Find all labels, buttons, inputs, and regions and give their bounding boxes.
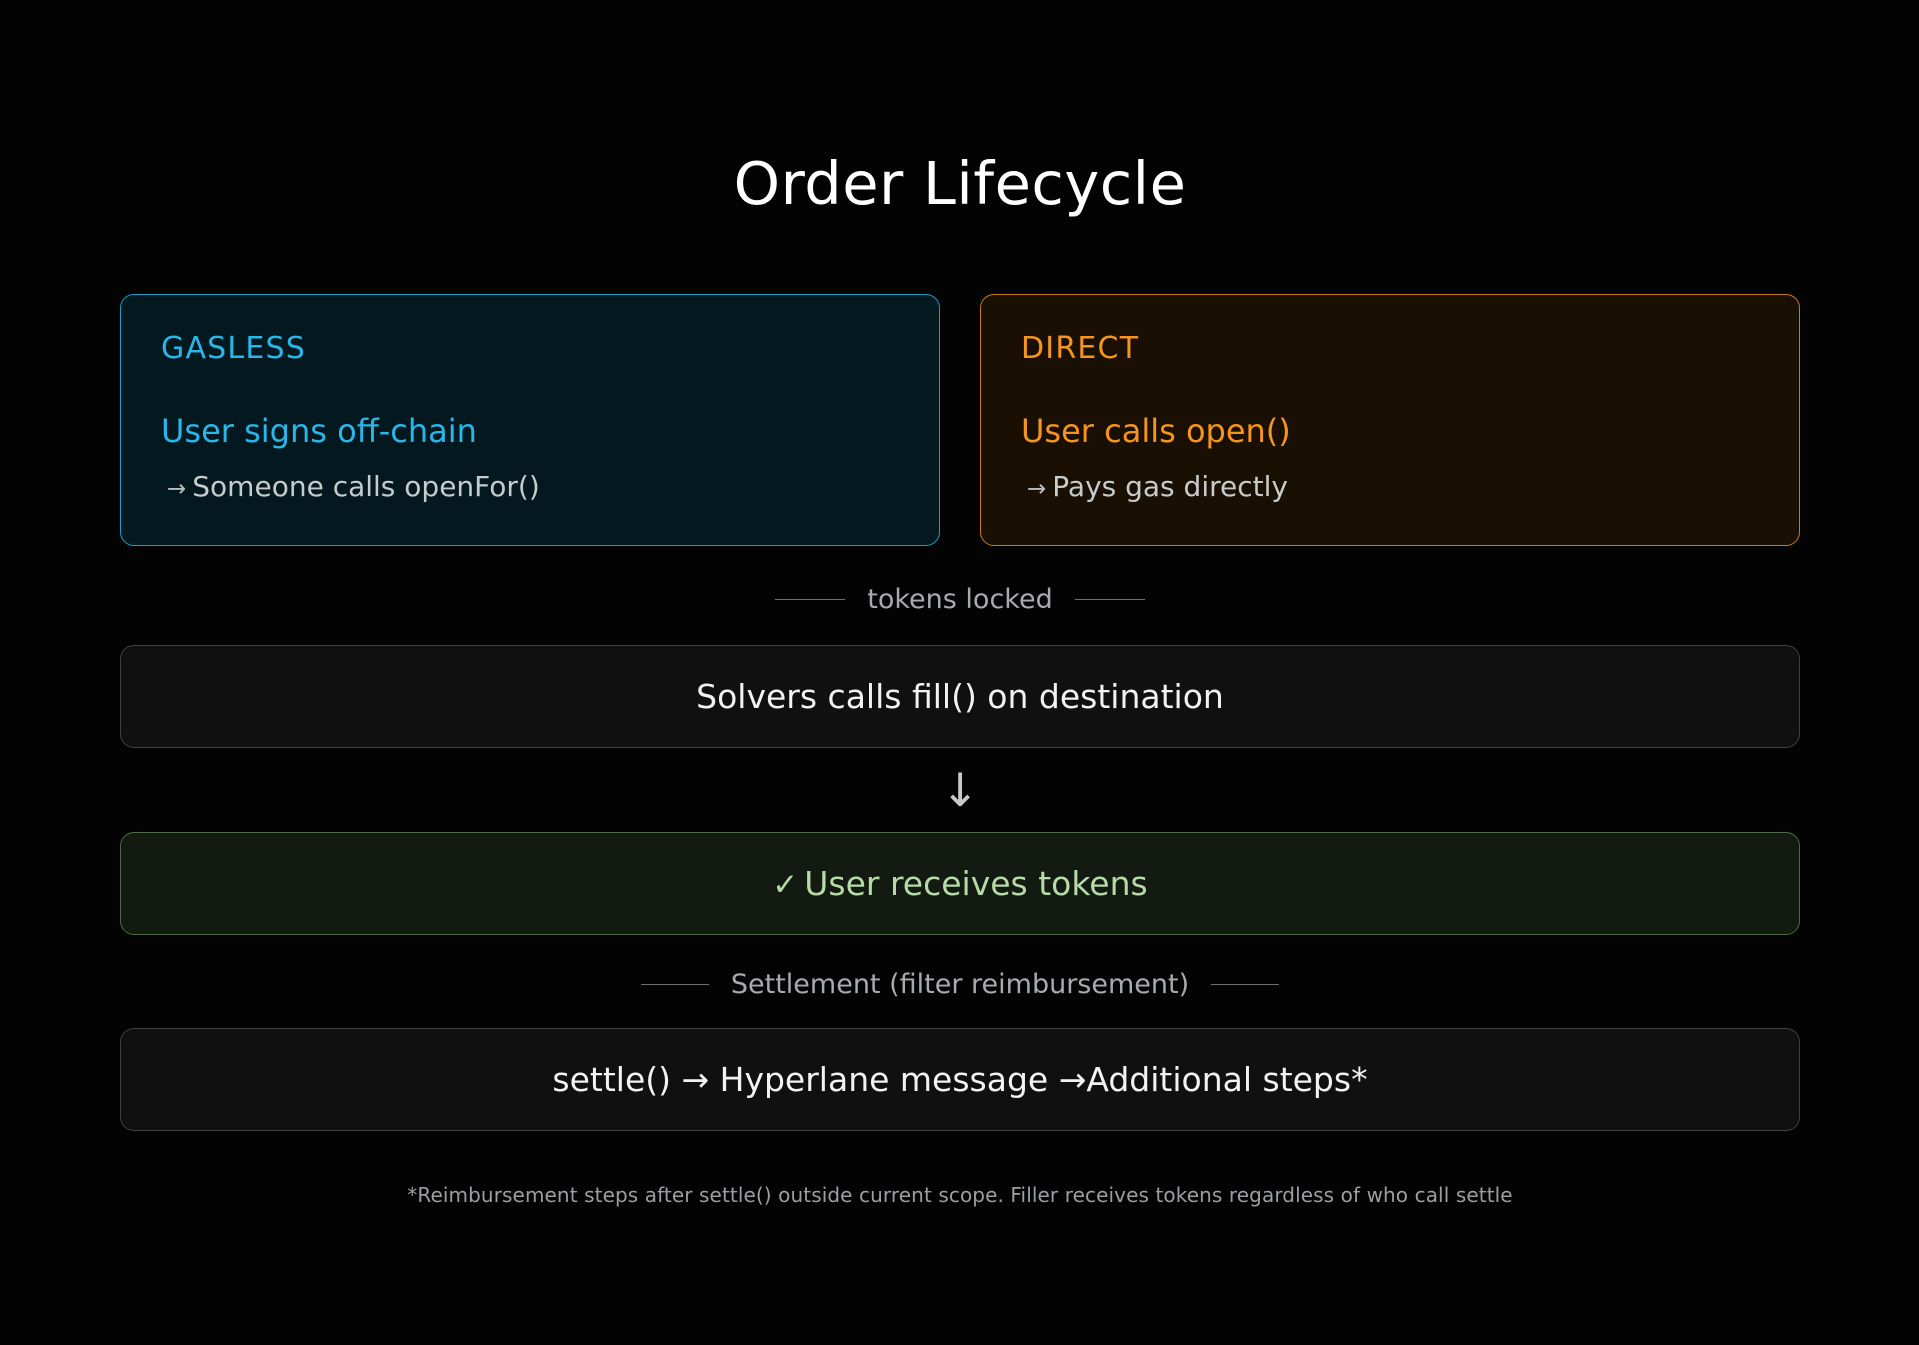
step-settle[interactable]: settle() → Hyperlane message →Additional… bbox=[120, 1028, 1800, 1132]
step-solver-fill[interactable]: Solvers calls fill() on destination bbox=[120, 645, 1800, 749]
card-direct-secondary-row: →Pays gas directly bbox=[1021, 470, 1759, 503]
footnote: *Reimbursement steps after settle() outs… bbox=[407, 1183, 1513, 1208]
card-direct-kicker: DIRECT bbox=[1021, 331, 1140, 367]
step-user-receives-tokens[interactable]: ✓User receives tokens bbox=[120, 832, 1800, 936]
divider-rule-left bbox=[640, 984, 709, 986]
card-gasless-secondary-text: Someone calls openFor() bbox=[192, 470, 540, 504]
arrow-right-icon: → bbox=[167, 476, 187, 503]
step-user-receives-tokens-label: User receives tokens bbox=[804, 864, 1148, 904]
card-gasless-primary-text: User signs off-chain bbox=[161, 412, 477, 451]
order-path-cards: GASLESS User signs off-chain →Someone ca… bbox=[120, 294, 1800, 547]
step-solver-fill-label: Solvers calls fill() on destination bbox=[696, 677, 1224, 717]
divider-settlement: Settlement (filter reimbursement) bbox=[120, 969, 1800, 1000]
divider-rule-right bbox=[1211, 984, 1280, 986]
divider-settlement-label: Settlement (filter reimbursement) bbox=[730, 969, 1190, 1001]
card-gasless-secondary-row: →Someone calls openFor() bbox=[161, 470, 899, 503]
card-gasless[interactable]: GASLESS User signs off-chain →Someone ca… bbox=[120, 294, 940, 547]
divider-rule-right bbox=[1074, 599, 1145, 601]
divider-tokens-locked-label: tokens locked bbox=[867, 584, 1053, 616]
card-direct-secondary-text: Pays gas directly bbox=[1052, 470, 1288, 504]
diagram-stage: Order Lifecycle GASLESS User signs off-c… bbox=[120, 0, 1800, 1345]
divider-tokens-locked: tokens locked bbox=[120, 584, 1800, 615]
card-direct[interactable]: DIRECT User calls open() →Pays gas direc… bbox=[980, 294, 1800, 547]
step-user-receives-tokens-row: ✓User receives tokens bbox=[772, 864, 1147, 903]
divider-rule-left bbox=[775, 599, 846, 601]
card-gasless-kicker: GASLESS bbox=[161, 331, 306, 367]
card-direct-primary-text: User calls open() bbox=[1021, 412, 1291, 451]
page-title: Order Lifecycle bbox=[733, 148, 1187, 218]
arrow-down-glyph: ↓ bbox=[940, 763, 980, 818]
check-icon: ✓ bbox=[772, 867, 799, 904]
arrow-right-icon: → bbox=[1027, 476, 1047, 503]
step-settle-label: settle() → Hyperlane message →Additional… bbox=[552, 1060, 1368, 1100]
flow-arrow-down-icon: ↓ bbox=[120, 748, 1800, 832]
